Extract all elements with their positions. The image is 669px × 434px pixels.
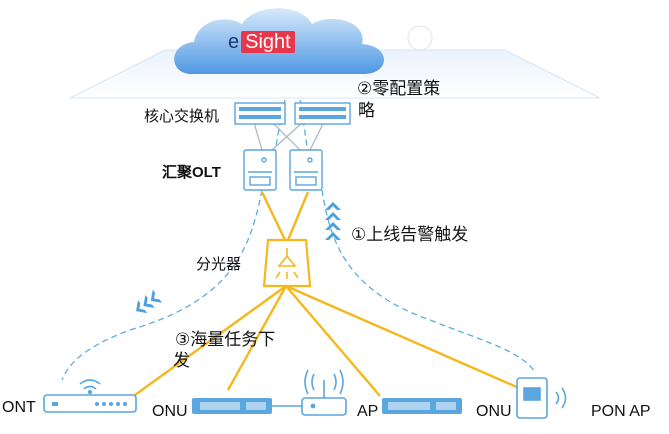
logo-prefix: e (228, 31, 240, 53)
step3-label-line2: 发 (173, 351, 190, 370)
onu-left-label: ONU (152, 403, 188, 420)
aggregation-olt-label: 汇聚OLT (162, 164, 221, 181)
pon-ap-label: PON AP (591, 403, 651, 420)
step3-label-line1: ③海量任务下 (175, 330, 276, 349)
onu-right-label: ONU (476, 403, 512, 420)
switch-icon (382, 398, 462, 414)
ap-label: AP (357, 403, 379, 420)
logo-highlight: Sight (241, 31, 295, 53)
chevron-arrows-icon (325, 202, 341, 240)
fiber-links (127, 191, 529, 401)
core-switch-label: 核心交换机 (144, 108, 220, 125)
core-switch-icon (234, 102, 351, 125)
ont-label: ONT (2, 399, 36, 416)
step2-label-line2: 略 (358, 101, 375, 120)
splitter-icon (262, 238, 312, 288)
ont-router-icon (43, 379, 137, 413)
step2-label-line1: ②零配置策 (357, 79, 441, 98)
olt-icon (243, 149, 323, 191)
pon-ap-icon (516, 377, 567, 419)
switch-icon (192, 398, 272, 414)
chevron-arrows-icon (136, 289, 162, 314)
access-point-icon (301, 369, 347, 416)
splitter-label: 分光器 (196, 256, 242, 273)
step1-label: ①上线告警触发 (351, 225, 469, 244)
